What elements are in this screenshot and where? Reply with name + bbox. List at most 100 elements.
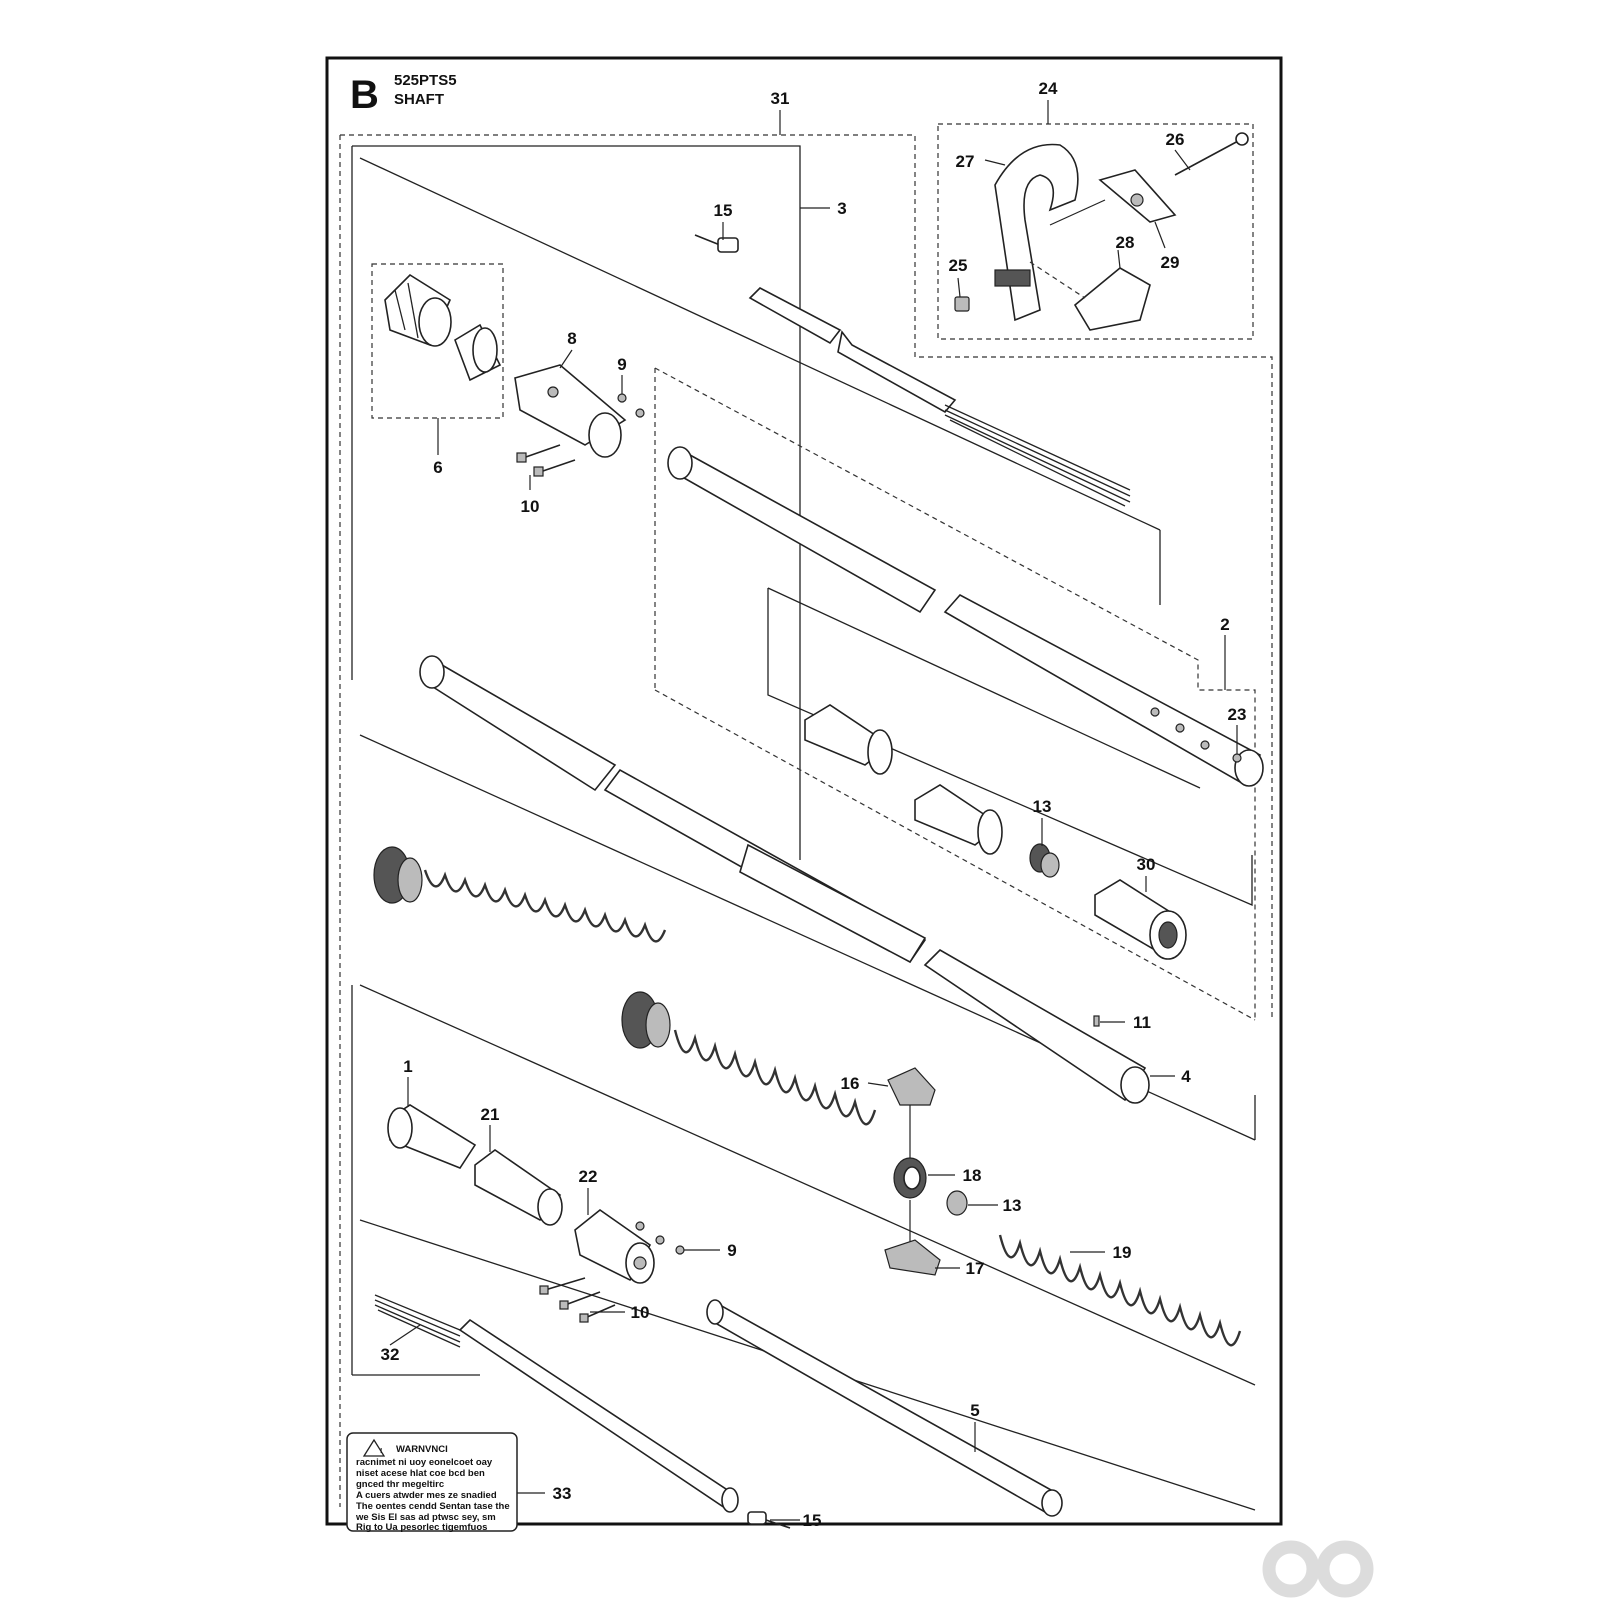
leader-29 [1154,221,1166,249]
callout-18: 18 [963,1166,982,1185]
part-9-nut-b [635,408,645,418]
warning-line-7: Rig to Ua pesorlec tigemfuos [356,1522,487,1533]
callout-33: 33 [553,1484,572,1503]
group-outline-24 [937,123,1254,340]
part-10-screws-top [516,444,576,477]
part-tube-left [419,655,617,792]
part-4-lower-tube [603,768,1150,1104]
warning-line-5: The oentes cendd Sentan tase the [356,1501,510,1512]
callout-26: 26 [1166,130,1185,149]
leader-28 [1117,249,1121,269]
leader-27 [984,159,1006,166]
part-18-bearing [893,1157,927,1199]
model-number: 525PTS5 [394,72,457,89]
part-26-bolt [1174,132,1249,176]
group-outline-3 [352,145,801,860]
callout-21: 21 [481,1105,500,1124]
part-2-upper-tube [667,446,1264,787]
group-outline-2-diag [654,689,1256,1021]
warning-line-1: racnimet ni uoy eonelcoet oay [356,1457,493,1468]
callout-29: 29 [1161,253,1180,272]
callout-1: 1 [403,1057,412,1076]
callout-28: 28 [1116,233,1135,252]
part-6-ring [454,323,502,382]
leader-25 [957,277,961,298]
warning-line-2: niset acese hlat coe bcd ben [356,1468,485,1479]
part-13-bushing-top [1029,843,1060,878]
diagram-title: SHAFT [394,91,444,108]
leader-8 [559,349,573,369]
leader-32 [389,1324,421,1346]
part-30-bearing-housing [1094,879,1187,960]
part-32-cable-end [374,1294,461,1348]
warning-line-4: A cuers atwder mes ze snadied [356,1490,497,1501]
part-8-coupling [514,364,627,458]
part-spring-upper [373,846,667,943]
callout-5: 5 [970,1401,979,1420]
part-6-nut [384,273,452,347]
part-27-hanger [994,143,1079,322]
callout-22: 22 [579,1167,598,1186]
part-11-pin [1093,1015,1100,1027]
callout-9-top: 9 [617,355,626,374]
part-28-pad [1073,267,1151,331]
callout-6: 6 [433,458,442,477]
part-bushing-a [804,704,893,775]
part-13-bushing-bottom [946,1190,968,1216]
callout-23: 23 [1228,705,1247,724]
callout-15-top: 15 [714,201,733,220]
callout-27: 27 [956,152,975,171]
callout-16: 16 [841,1074,860,1093]
part-25-nut [954,296,970,312]
leader-28-dash [1029,261,1086,299]
callout-31: 31 [771,89,790,108]
callout-9-bottom: 9 [727,1241,736,1260]
part-15-screw-bottom [747,1511,791,1529]
leader-16 [867,1082,889,1087]
warning-line-3: gnced thr megeltirc [356,1479,444,1490]
callout-19: 19 [1113,1243,1132,1262]
warning-label: ! [346,1432,518,1532]
part-29-clip [1098,169,1177,223]
watermark-logo-icon [1262,1540,1374,1598]
leader-26 [1174,149,1191,171]
callout-3: 3 [837,199,846,218]
part-15-screw-top [694,234,739,253]
callout-2: 2 [1220,615,1229,634]
callout-10-top: 10 [521,497,540,516]
warning-line-6: we Sis El sas ad ptwsc sey, sm [355,1512,496,1523]
part-21-sleeve [474,1149,563,1226]
guide-line-5 [359,984,1256,1386]
group-outline-31 [340,134,1273,1020]
section-letter: B [350,73,379,117]
part-23-nuts [1150,707,1242,763]
callout-13-top: 13 [1033,797,1052,816]
group-outline-2 [654,367,1256,1020]
callout-15-bottom: 15 [803,1511,822,1530]
page-frame [325,56,1283,1526]
guide-line-3 [359,157,1161,531]
callout-25: 25 [949,256,968,275]
part-19-spring-lower [998,1234,1242,1347]
warning-heading: WARNVNCI [396,1444,448,1455]
part-22-coupling [574,1209,655,1284]
callout-8: 8 [567,329,576,348]
leader-29-hanger [1049,199,1106,226]
part-spring-middle [621,991,877,1126]
part-3-drive-shaft [748,287,1131,507]
part-17-sleeve-half [884,1239,941,1276]
group-outline-2-inner [767,588,1253,906]
callout-17: 17 [966,1259,985,1278]
callout-32: 32 [381,1345,400,1364]
callout-13-bottom: 13 [1003,1196,1022,1215]
callout-24: 24 [1039,79,1058,98]
callout-4: 4 [1181,1067,1191,1086]
callout-10-bottom: 10 [631,1303,650,1322]
part-33-tube [458,1318,739,1513]
part-10-screws-bottom [539,1277,616,1323]
part-bushing-b [914,784,1003,855]
group-outline-6 [371,263,504,419]
part-5-tube [706,1299,1063,1517]
